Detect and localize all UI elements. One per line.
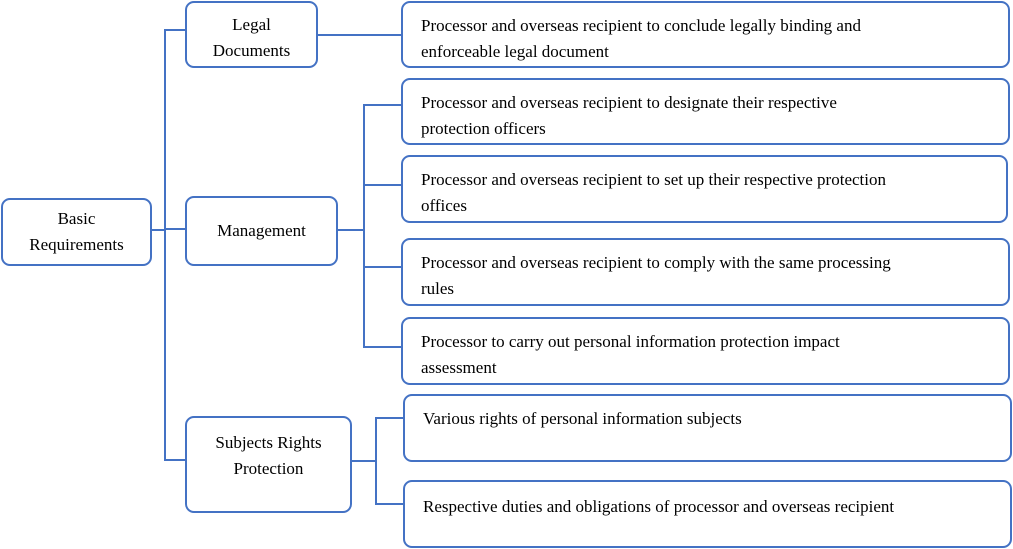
connector-spine-rights	[375, 417, 377, 505]
detail-text-line1: Respective duties and obligations of pro…	[423, 497, 895, 516]
connector-mgmt-3	[363, 266, 402, 268]
connector-management-out	[337, 229, 365, 231]
category-label-line1: Legal	[232, 15, 271, 34]
connector-root	[151, 229, 166, 231]
category-legal-documents: Legal Documents	[185, 1, 318, 68]
detail-processing-rules: Processor and overseas recipient to comp…	[401, 238, 1010, 306]
detail-text-line1: Processor and overseas recipient to desi…	[421, 93, 837, 112]
connector-spine-main	[164, 29, 166, 461]
connector-legal-detail	[317, 34, 402, 36]
detail-protection-officers: Processor and overseas recipient to desi…	[401, 78, 1010, 145]
connector-management	[164, 228, 186, 230]
category-management: Management	[185, 196, 338, 266]
category-subjects-rights-protection: Subjects Rights Protection	[185, 416, 352, 513]
connector-mgmt-1	[363, 104, 402, 106]
connector-rights-1	[375, 417, 404, 419]
detail-text-line1: Processor and overseas recipient to comp…	[421, 253, 891, 272]
detail-text-line1: Various rights of personal information s…	[423, 409, 742, 428]
category-label-line2: Protection	[233, 459, 304, 478]
root-label-line2: Requirements	[29, 235, 124, 254]
detail-text-line2: enforceable legal document	[421, 42, 609, 61]
detail-duties-obligations: Respective duties and obligations of pro…	[403, 480, 1012, 548]
connector-mgmt-4	[363, 346, 402, 348]
detail-legal-document: Processor and overseas recipient to conc…	[401, 1, 1010, 68]
connector-legal	[164, 29, 186, 31]
detail-text-line2: offices	[421, 196, 467, 215]
root-node: Basic Requirements	[1, 198, 152, 266]
category-label-line1: Subjects Rights	[215, 433, 322, 452]
root-label-line1: Basic	[57, 209, 96, 228]
detail-text-line2: assessment	[421, 358, 497, 377]
connector-rights-out	[351, 460, 377, 462]
detail-impact-assessment: Processor to carry out personal informat…	[401, 317, 1010, 385]
category-label: Management	[217, 221, 306, 240]
detail-text-line1: Processor and overseas recipient to conc…	[421, 16, 861, 35]
detail-text-line2: rules	[421, 279, 455, 298]
detail-protection-offices: Processor and overseas recipient to set …	[401, 155, 1008, 223]
detail-subject-rights: Various rights of personal information s…	[403, 394, 1012, 462]
detail-text-line1: Processor and overseas recipient to set …	[421, 170, 886, 189]
connector-rights-2	[375, 503, 404, 505]
connector-spine-management	[363, 104, 365, 348]
category-label-line2: Documents	[212, 41, 291, 60]
connector-rights	[164, 459, 186, 461]
connector-mgmt-2	[363, 184, 402, 186]
detail-text-line2: protection officers	[421, 119, 546, 138]
detail-text-line1: Processor to carry out personal informat…	[421, 332, 840, 351]
